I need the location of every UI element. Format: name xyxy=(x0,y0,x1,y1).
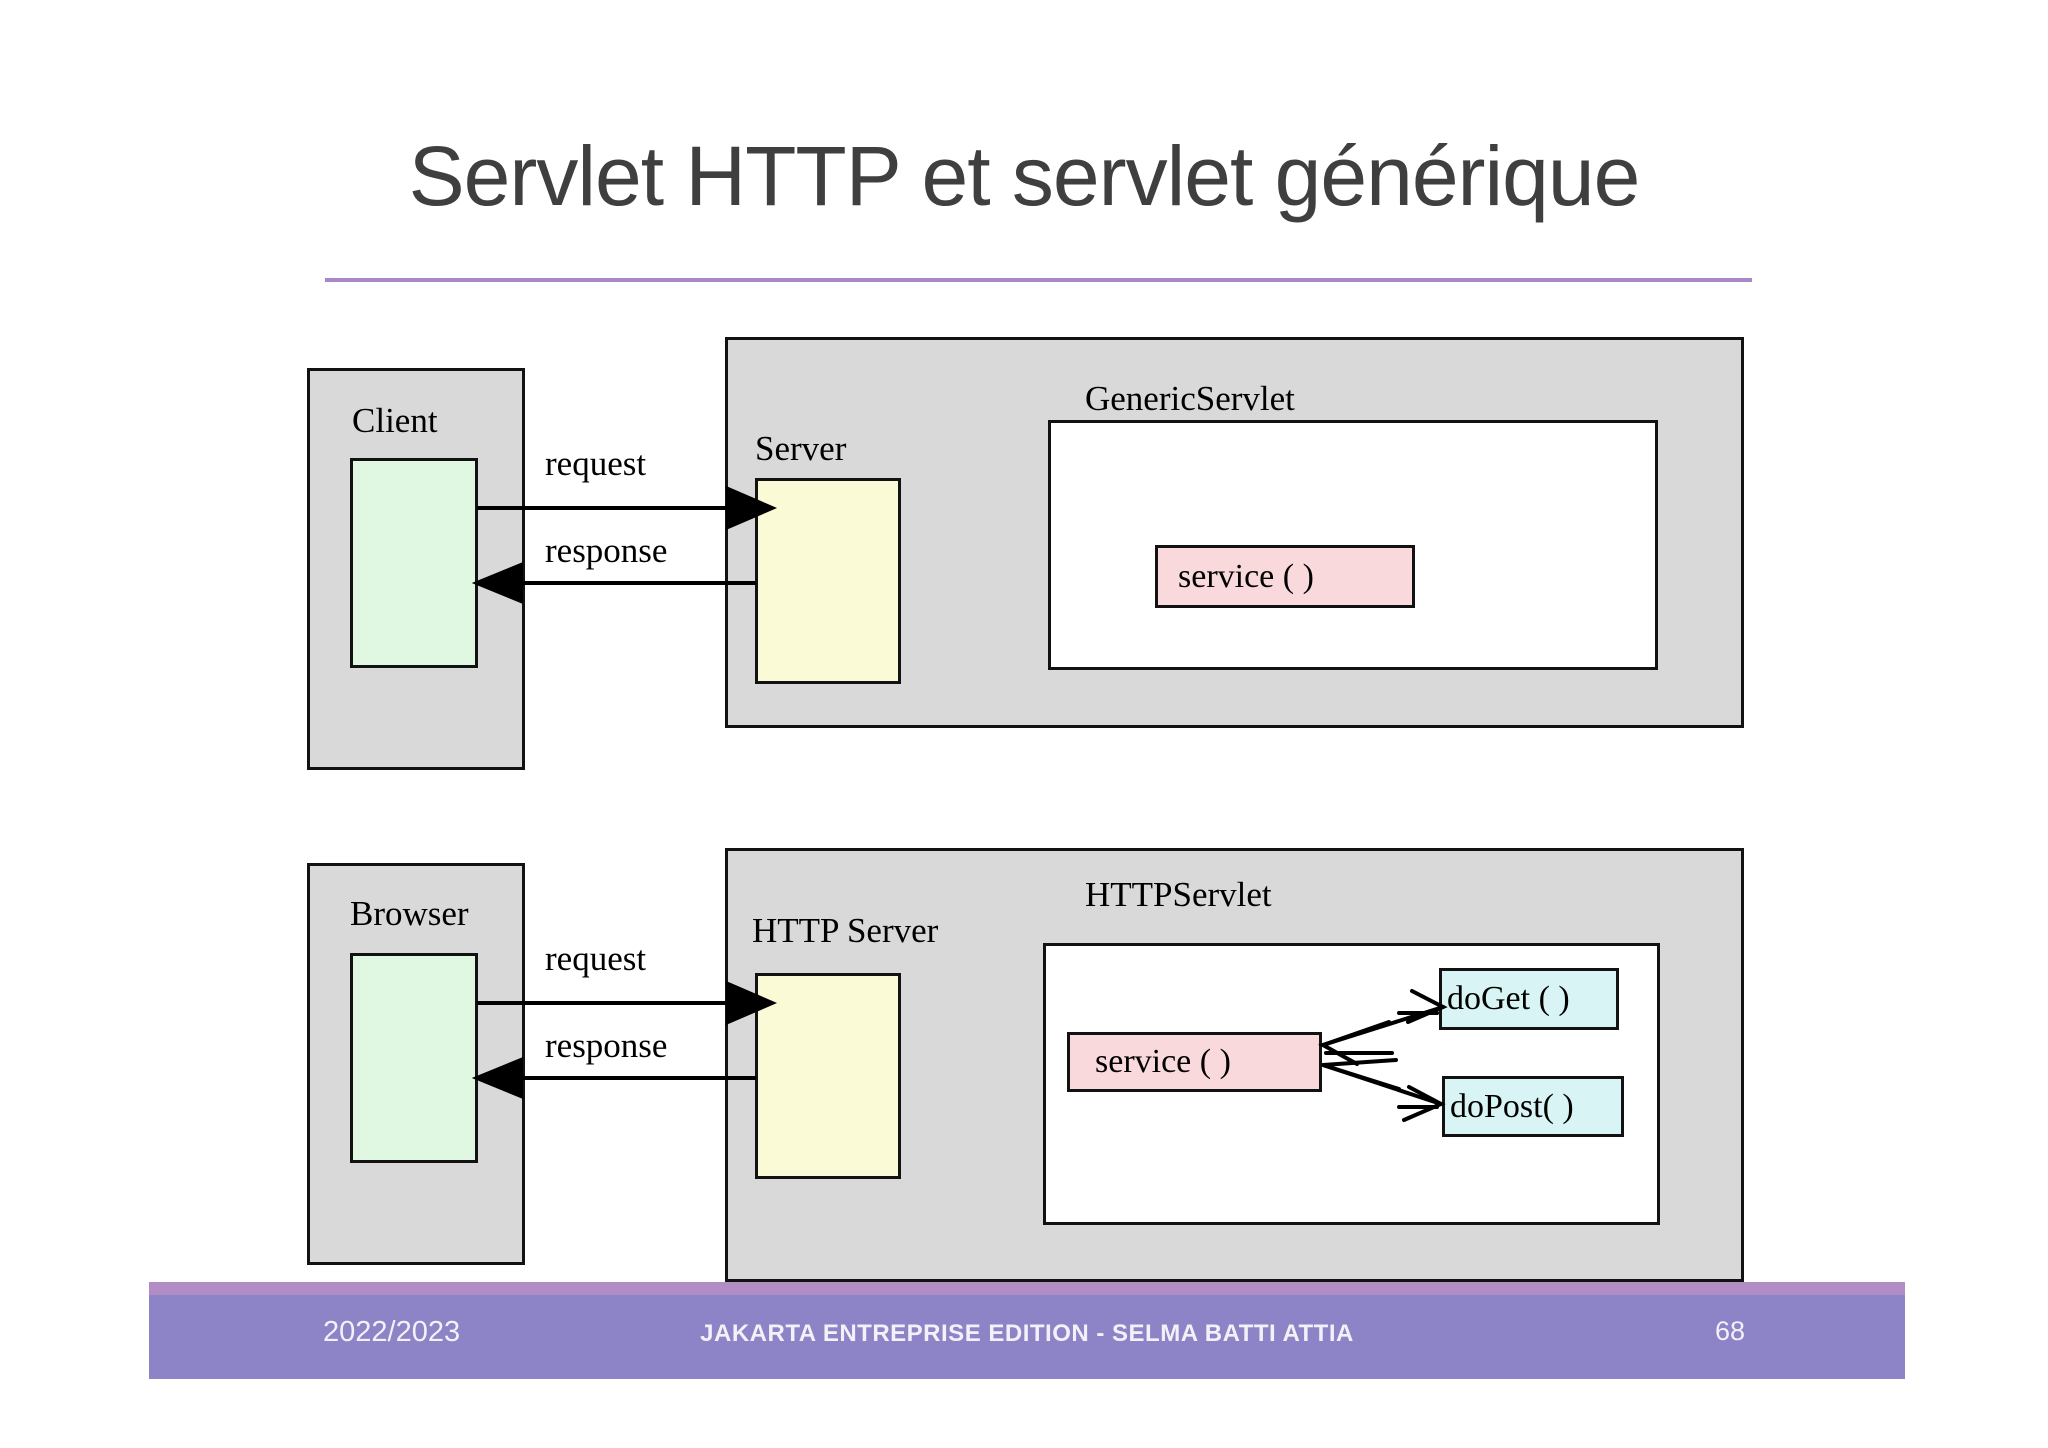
response-label: response xyxy=(545,531,668,570)
http-request-label: request xyxy=(545,939,647,978)
http-server-box xyxy=(755,973,901,1179)
title-underline xyxy=(325,278,1752,282)
client-label: Client xyxy=(352,401,438,440)
footer-bar xyxy=(149,1295,1905,1379)
browser-inner-box xyxy=(350,953,478,1163)
footer-page-number: 68 xyxy=(1714,1316,1745,1346)
http-service-method-box: service ( ) xyxy=(1067,1032,1322,1092)
page-title: Servlet HTTP et servlet générique xyxy=(408,129,1641,223)
footer-course-title: JAKARTA ENTREPRISE EDITION - SELMA BATTI… xyxy=(700,1320,1354,1347)
client-inner-box xyxy=(350,458,478,668)
footer-top-strip xyxy=(149,1282,1905,1295)
http-servlet-label: HTTPServlet xyxy=(1085,875,1272,914)
request-label: request xyxy=(545,444,647,483)
browser-label: Browser xyxy=(350,894,469,933)
doget-method-box: doGet ( ) xyxy=(1439,968,1619,1030)
server-box xyxy=(755,478,901,684)
http-response-label: response xyxy=(545,1026,668,1065)
service-method-box: service ( ) xyxy=(1155,545,1415,608)
generic-servlet-label: GenericServlet xyxy=(1085,379,1295,418)
server-label: Server xyxy=(755,429,847,468)
dopost-method-box: doPost( ) xyxy=(1442,1076,1624,1137)
footer-year: 2022/2023 xyxy=(323,1316,461,1348)
footer: 2022/2023 JAKARTA ENTREPRISE EDITION - S… xyxy=(149,1282,1905,1379)
http-server-label: HTTP Server xyxy=(752,911,939,950)
